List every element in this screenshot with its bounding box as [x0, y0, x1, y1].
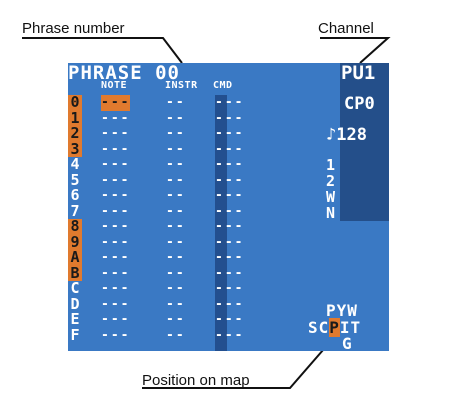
row-number: 2 — [68, 125, 82, 142]
map-row-2: SCPIT — [308, 318, 362, 337]
row-number: 0 — [68, 94, 82, 111]
row-number: 8 — [68, 218, 82, 235]
row-number: 6 — [70, 186, 80, 204]
note-cell[interactable]: --- — [101, 265, 131, 281]
tempo-label: ♪128 — [326, 125, 367, 145]
side-panel — [340, 63, 389, 221]
row-number: C — [70, 279, 80, 297]
row-number: 3 — [68, 141, 82, 157]
note-cell[interactable]: --- — [101, 281, 131, 296]
note-cell[interactable]: --- — [101, 250, 131, 265]
cmd-cell[interactable]: --- — [215, 234, 245, 250]
row-number: E — [70, 310, 80, 328]
instr-cell[interactable]: -- — [166, 172, 186, 188]
map-current-position[interactable]: P — [329, 318, 340, 337]
cmd-cell[interactable]: --- — [215, 312, 245, 327]
note-cell[interactable]: --- — [101, 188, 131, 203]
position-on-map-annotation: Position on map — [142, 372, 250, 389]
instr-cell[interactable]: -- — [166, 95, 186, 110]
row-number: 9 — [68, 234, 82, 250]
note-cell[interactable]: --- — [101, 219, 131, 234]
position-on-map-pointer — [142, 341, 331, 389]
channel-label: PU1 — [341, 63, 376, 84]
cmd-column-shade — [215, 95, 227, 351]
cmd-header: CMD — [213, 80, 233, 91]
instr-cell[interactable]: -- — [166, 157, 186, 172]
volume-w: W — [326, 188, 336, 206]
cmd-cell[interactable]: --- — [215, 250, 245, 265]
instr-header: INSTR — [165, 80, 198, 91]
instr-cell[interactable]: -- — [166, 219, 186, 234]
row-number: A — [68, 249, 82, 266]
note-header: NOTE — [101, 80, 128, 91]
volume-1: 1 — [326, 156, 336, 174]
note-cell[interactable]: --- — [101, 141, 131, 157]
row-number: 4 — [70, 155, 80, 173]
instr-cell[interactable]: -- — [166, 126, 186, 141]
cp-label: CP0 — [344, 94, 375, 114]
instr-cell[interactable]: -- — [166, 141, 186, 157]
note-cell[interactable]: --- — [101, 203, 131, 219]
row-number: 1 — [68, 110, 82, 126]
instr-cell[interactable]: -- — [166, 203, 186, 219]
instr-cell[interactable]: -- — [166, 250, 186, 265]
note-cell[interactable]: --- — [101, 126, 131, 141]
cmd-cell[interactable]: --- — [215, 219, 245, 234]
phrase-title: PHRASE 00 — [68, 63, 180, 84]
note-cell[interactable]: --- — [101, 296, 131, 312]
cmd-cell[interactable]: --- — [215, 172, 245, 188]
note-cell[interactable]: --- — [101, 327, 131, 343]
instr-cell[interactable]: -- — [166, 296, 186, 312]
note-cell[interactable]: --- — [101, 110, 131, 126]
cmd-cell[interactable]: --- — [215, 157, 245, 172]
channel-pointer — [320, 37, 391, 64]
row-number: B — [68, 265, 82, 281]
map-left: SC — [308, 318, 330, 337]
instr-cell[interactable]: -- — [166, 312, 186, 327]
note-cell[interactable]: --- — [101, 234, 131, 250]
cmd-cell[interactable]: --- — [215, 141, 245, 157]
instr-cell[interactable]: -- — [166, 281, 186, 296]
map-row-3: G — [342, 334, 353, 352]
map-row-1: PYW — [326, 301, 358, 320]
phrase-number-annotation: Phrase number — [22, 20, 125, 37]
note-cell[interactable]: --- — [101, 157, 131, 172]
note-cell[interactable]: --- — [101, 95, 131, 111]
row-number: 5 — [70, 170, 80, 189]
cmd-cell[interactable]: --- — [215, 327, 245, 343]
cmd-cell[interactable]: --- — [215, 110, 245, 126]
cmd-cell[interactable]: --- — [215, 188, 245, 203]
instr-cell[interactable]: -- — [166, 188, 186, 203]
channel-annotation: Channel — [318, 20, 374, 37]
instr-cell[interactable]: -- — [166, 265, 186, 281]
instr-cell[interactable]: -- — [166, 234, 186, 250]
cmd-cell[interactable]: --- — [215, 126, 245, 141]
cmd-cell[interactable]: --- — [215, 203, 245, 219]
note-cell[interactable]: --- — [101, 312, 131, 327]
row-number: 7 — [70, 201, 80, 220]
instr-cell[interactable]: -- — [166, 327, 186, 343]
phrase-number-pointer — [22, 37, 183, 64]
map-right: IT — [339, 318, 362, 337]
volume-n: N — [326, 204, 336, 222]
phrase-screen: PHRASE 00 NOTE INSTR CMD 0--------1-----… — [68, 63, 389, 351]
cmd-cell[interactable]: --- — [215, 296, 245, 312]
row-number: F — [70, 325, 80, 344]
cmd-cell[interactable]: --- — [215, 95, 245, 110]
cmd-cell[interactable]: --- — [215, 265, 245, 281]
cmd-cell[interactable]: --- — [215, 281, 245, 296]
volume-2: 2 — [326, 172, 336, 190]
row-number: D — [70, 294, 80, 313]
instr-cell[interactable]: -- — [166, 110, 186, 126]
note-cell[interactable]: --- — [101, 172, 131, 188]
